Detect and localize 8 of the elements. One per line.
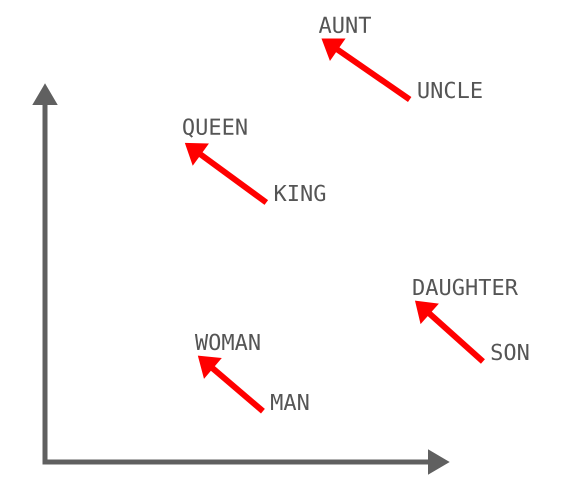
word-label: WOMAN	[194, 334, 260, 350]
word-label: SON	[492, 344, 528, 360]
word-label: UNCLE	[418, 82, 482, 98]
word-label: MAN	[271, 394, 308, 410]
word-label: KING	[274, 184, 326, 202]
word-label: AUNT	[318, 16, 371, 34]
word-label: DAUGHTER	[414, 278, 518, 296]
word-label: QUEEN	[183, 118, 247, 138]
